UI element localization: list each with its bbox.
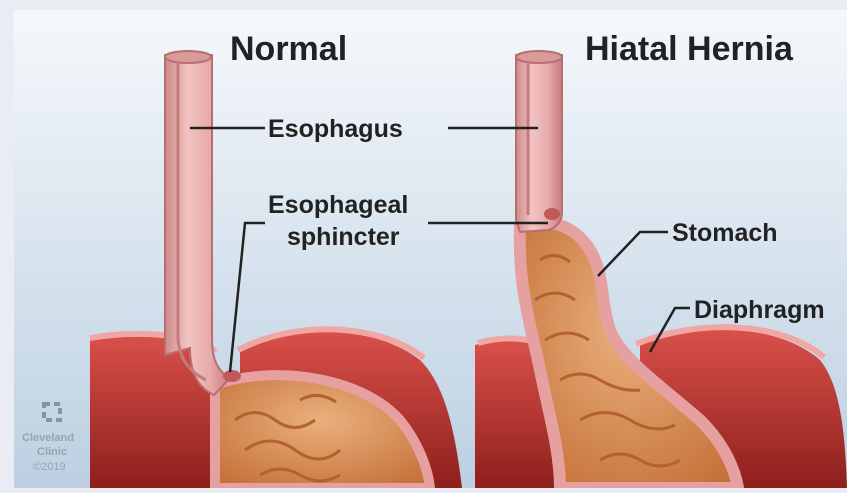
label-esophagus: Esophagus <box>268 115 403 143</box>
label-sphincter-line1: Esophageal <box>268 191 408 219</box>
normal-sphincter <box>223 370 241 382</box>
title-normal: Normal <box>230 30 347 68</box>
label-diaphragm: Diaphragm <box>694 296 825 324</box>
hernia-sphincter <box>544 208 560 220</box>
title-hiatal-hernia: Hiatal Hernia <box>585 30 794 68</box>
logo-name-line1: Cleveland <box>22 432 74 444</box>
label-stomach: Stomach <box>672 219 778 247</box>
logo-copyright: ©2019 <box>33 461 66 473</box>
label-sphincter-line2: sphincter <box>287 223 400 251</box>
hernia-esophagus <box>516 55 562 232</box>
logo-name-line2: Clinic <box>37 446 67 458</box>
